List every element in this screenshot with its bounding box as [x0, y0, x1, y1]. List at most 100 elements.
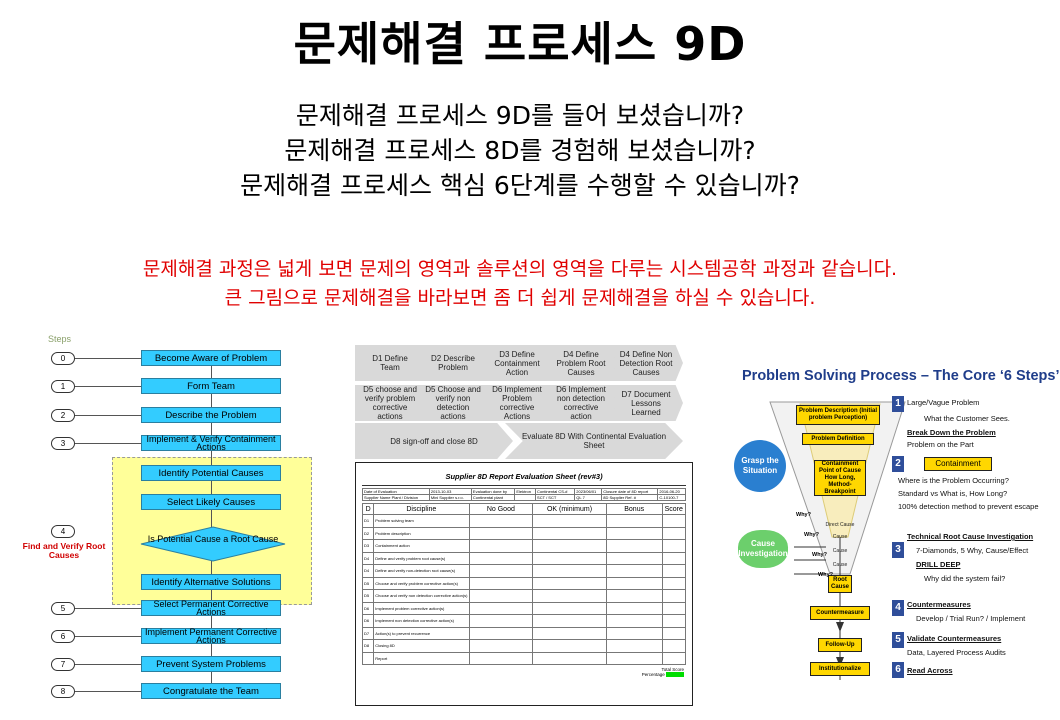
table-cell	[661, 551, 687, 565]
column-header: D	[361, 503, 375, 515]
table-cell	[468, 614, 534, 628]
table-cell	[605, 639, 663, 653]
step-connector	[75, 358, 141, 359]
table-cell	[605, 526, 663, 540]
table-cell: Closing 8D	[373, 639, 470, 653]
total-score-label: Total Score	[661, 667, 684, 672]
step-connector	[75, 636, 141, 637]
funnel-institutionalize: Institutionalize	[810, 662, 870, 676]
info-cell	[514, 494, 537, 501]
evaluation-info-table: Date of Evaluation 2013-10-03 Evaluation…	[362, 488, 686, 501]
column-header: Score	[661, 503, 687, 515]
step-5-line-2: Data, Layered Process Audits	[907, 648, 1006, 657]
total-score: Total Score Percentage	[356, 667, 684, 678]
column-header: No Good	[468, 503, 534, 515]
why-label: Why?	[796, 512, 811, 518]
table-cell	[605, 589, 663, 603]
step-number-7: 7	[51, 658, 75, 671]
funnel-cause: Cause	[832, 534, 848, 540]
step-number-2: 2	[51, 409, 75, 422]
table-cell	[605, 539, 663, 553]
flow-box-implement-corrective: Implement Permanent Corrective Actions	[141, 628, 281, 645]
flow-box-potential-causes: Identify Potential Causes	[141, 465, 281, 481]
table-cell	[661, 576, 687, 590]
flow-connector	[211, 352, 212, 697]
table-cell	[468, 601, 534, 615]
funnel-follow-up: Follow-Up	[818, 638, 862, 652]
evaluation-sheet: Supplier 8D Report Evaluation Sheet (rev…	[355, 462, 693, 706]
table-cell	[661, 564, 687, 578]
table-cell: Choose and verify non detection correcti…	[373, 589, 470, 603]
table-cell	[661, 539, 687, 553]
step-number-5: 5	[51, 602, 75, 615]
chevron-d5-non-detection: D5 Choose and verify non detection actio…	[417, 385, 489, 421]
table-cell	[468, 639, 534, 653]
step-number-8: 8	[51, 685, 75, 698]
funnel-cause: Cause	[832, 562, 848, 568]
table-cell	[468, 514, 534, 528]
table-cell: Action(s) to prevent recurrence	[373, 626, 470, 640]
table-cell	[661, 639, 687, 653]
table-cell: D3	[361, 539, 375, 553]
info-cell: Mini Supplier s.r.o.	[428, 494, 472, 501]
table-cell: Problem solving team	[373, 514, 470, 528]
table-cell	[661, 651, 687, 665]
why-label: Why?	[812, 552, 827, 558]
funnel-problem-description: Problem Description (Initial problem Per…	[796, 405, 880, 425]
flow-box-become-aware: Become Aware of Problem	[141, 350, 281, 366]
info-cell: Supplier Name Plant / Division	[362, 494, 430, 501]
table-cell	[605, 564, 663, 578]
table-cell	[532, 539, 607, 553]
flow-box-prevent-system: Prevent System Problems	[141, 656, 281, 672]
flow-decision-root-cause: Is Potential Cause a Root Cause	[140, 526, 286, 562]
table-cell: D6	[361, 601, 375, 615]
find-verify-root-causes-label: Find and Verify Root Causes	[22, 541, 106, 560]
question-8d: 문제해결 프로세스 8D를 경험해 보셨습니까?	[284, 136, 756, 165]
flow-box-congratulate: Congratulate the Team	[141, 683, 281, 699]
step-6-badge: 6	[892, 662, 904, 678]
chevron-d4-problem: D4 Define Problem Root Causes	[545, 345, 617, 381]
table-cell	[468, 589, 534, 603]
table-cell: D8	[361, 639, 375, 653]
table-cell	[468, 626, 534, 640]
table-cell: Define and verify non-detection root cau…	[373, 564, 470, 578]
chevron-d6-problem: D6 Implement Problem corrective Actions	[481, 385, 553, 421]
table-cell	[532, 514, 607, 528]
column-header: OK (minimum)	[532, 503, 607, 515]
table-cell	[661, 526, 687, 540]
info-cell: Continental plant	[470, 494, 516, 501]
table-cell	[468, 551, 534, 565]
table-cell	[532, 589, 607, 603]
chevron-d7: D7 Document Lessons Learned	[609, 385, 683, 421]
step-1-line-4: Problem on the Part	[907, 440, 974, 449]
info-cell: SCT / SCT	[535, 494, 576, 501]
step-1-line-1: Large/Vague Problem	[907, 398, 980, 407]
description-line-2: 큰 그림으로 문제해결을 바라보면 좀 더 쉽게 문제해결을 하실 수 있습니다…	[224, 287, 816, 309]
table-cell: D2	[361, 526, 375, 540]
table-cell	[605, 626, 663, 640]
table-cell: Choose and verify problem corrective act…	[373, 576, 470, 590]
column-header: Bonus	[605, 503, 663, 515]
step-1-line-3: Break Down the Problem	[907, 428, 996, 437]
problem-solving-diagram: Problem Solving Process – The Core ‘6 St…	[730, 362, 1060, 720]
step-2-line-3: 100% detection method to prevent escape	[898, 502, 1039, 511]
table-row: Report	[361, 651, 687, 665]
table-cell	[361, 651, 375, 665]
table-cell: Implement problem corrective action(s)	[373, 601, 470, 615]
steps-label: Steps	[48, 334, 72, 344]
step-2-line-1: Where is the Problem Occurring?	[898, 476, 1009, 485]
chevron-d2: D2 Describe Problem	[417, 345, 489, 381]
table-cell	[605, 551, 663, 565]
step-2-badge: 2	[892, 456, 904, 472]
step-connector	[75, 664, 141, 665]
chevron-evaluate: Evaluate 8D With Continental Evaluation …	[505, 423, 683, 459]
percentage-label: Percentage	[641, 672, 665, 677]
table-cell	[468, 526, 534, 540]
chevron-d1: D1 Define Team	[355, 345, 425, 381]
step-3-line-2: 7-Diamonds, 5 Why, Cause/Effect	[916, 546, 1029, 555]
table-cell: D4	[361, 551, 375, 565]
